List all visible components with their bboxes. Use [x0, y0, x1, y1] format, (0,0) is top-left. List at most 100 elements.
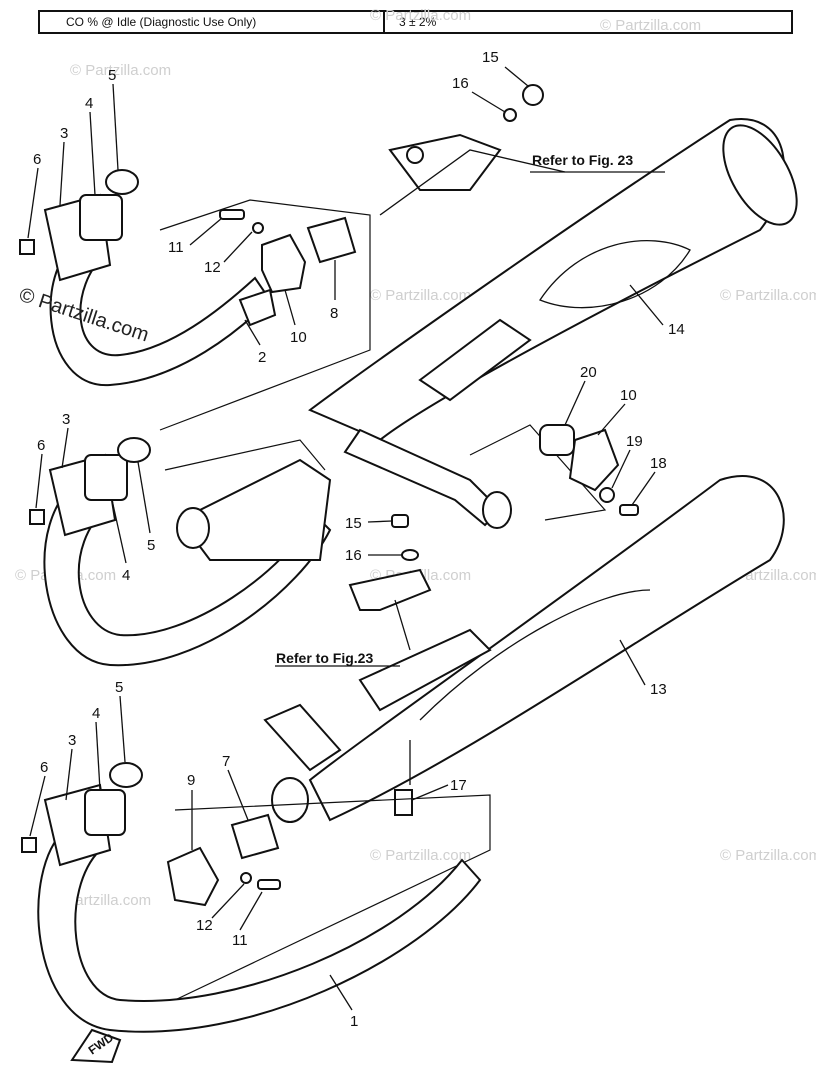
- leader-3-bottom: [65, 748, 73, 801]
- callout-6-bottom: 6: [40, 759, 48, 776]
- callout-12-top: 12: [204, 259, 221, 276]
- callout-13: 13: [650, 681, 667, 698]
- muffler-14-end: [722, 124, 798, 226]
- callout-8: 8: [330, 305, 338, 322]
- callout-5-mid: 5: [147, 537, 155, 554]
- leader-17b: [411, 784, 449, 801]
- callout-11-top: 11: [168, 239, 184, 256]
- callout-20: 20: [580, 364, 597, 381]
- leader-2: [244, 319, 261, 346]
- clamp-10-right: [568, 428, 620, 492]
- callout-17: 17: [450, 777, 467, 794]
- watermark-faint-10: © Partzilla.com: [720, 847, 816, 864]
- callout-2: 2: [258, 349, 266, 366]
- leader-10-right: [597, 403, 626, 436]
- pipe-2-end: [238, 288, 277, 327]
- callout-15-mid: 15: [345, 515, 362, 532]
- callout-3-mid: 3: [62, 411, 70, 428]
- watermark-faint-2: © Partzilla.com: [600, 17, 701, 34]
- washer-12-top: [252, 222, 264, 234]
- leader-11-bottom: [239, 891, 263, 931]
- ref-fig23-top: Refer to Fig. 23: [532, 152, 633, 168]
- bottom-group-frame: [174, 794, 491, 1001]
- leader-fig23-top: [379, 149, 566, 216]
- leader-15-top: [504, 66, 529, 87]
- muffler-14: [308, 118, 785, 442]
- nut-6-bottom: [21, 837, 37, 853]
- leader-10-top: [284, 289, 296, 326]
- callout-19: 19: [626, 433, 643, 450]
- callout-3-bottom: 3: [68, 732, 76, 749]
- clamp-9: [166, 846, 220, 907]
- washer-16-mid: [401, 549, 419, 561]
- callout-14: 14: [668, 321, 685, 338]
- leader-12-bottom: [211, 883, 245, 919]
- leader-5-mid: [137, 461, 151, 534]
- muffler-14-shine: [539, 240, 691, 309]
- callout-9: 9: [187, 772, 195, 789]
- leader-14: [629, 284, 664, 326]
- leader-1: [329, 974, 353, 1011]
- nut-6-top: [19, 239, 35, 255]
- leader-5-top: [112, 83, 119, 171]
- callout-10-right: 10: [620, 387, 637, 404]
- watermark-faint-1: © Partzilla.com: [370, 7, 471, 24]
- muffler-13-inlet: [263, 703, 342, 772]
- callout-1: 1: [350, 1013, 358, 1030]
- muffler-13: [308, 475, 785, 822]
- mid-collector-end: [176, 507, 210, 549]
- watermark-faint-5: © Partzilla.com: [720, 287, 816, 304]
- fwd-arrow: [70, 1028, 122, 1064]
- callout-12-bottom: 12: [196, 917, 213, 934]
- joint-4-bottom: [84, 789, 126, 836]
- washer-19: [599, 487, 615, 503]
- mount-bracket-mid: [348, 568, 432, 611]
- leader-15-mid: [367, 520, 393, 523]
- leader-4-bottom: [95, 721, 101, 791]
- sleeve-7: [230, 813, 280, 860]
- callout-6-top: 6: [33, 151, 41, 168]
- leader-12-top: [223, 231, 253, 263]
- spec-label: CO % @ Idle (Diagnostic Use Only): [40, 12, 385, 32]
- mid-collector: [178, 458, 332, 561]
- leader-fig23-mid: [394, 599, 411, 651]
- callout-3-top: 3: [60, 125, 68, 142]
- callout-5-top: 5: [108, 67, 116, 84]
- washer-16-top: [503, 108, 517, 122]
- callout-5-bottom: 5: [115, 679, 123, 696]
- callout-4-bottom: 4: [92, 705, 100, 722]
- nut-6-mid: [29, 509, 45, 525]
- bolt-11-top: [219, 209, 245, 220]
- spec-value: 3 ± 2%: [399, 15, 437, 29]
- muffler-13-bracket: [358, 628, 492, 712]
- watermark-faint-3: © Partzilla.com: [70, 62, 171, 79]
- callout-18: 18: [650, 455, 667, 472]
- callout-11-bottom: 11: [232, 932, 248, 949]
- gasket-5-top: [105, 169, 139, 195]
- gasket-5-mid: [117, 437, 151, 463]
- muffler-13-end: [271, 777, 309, 823]
- callout-16-top: 16: [452, 75, 469, 92]
- callout-6-mid: 6: [37, 437, 45, 454]
- leader-20: [564, 380, 586, 426]
- leader-4-mid: [111, 499, 127, 564]
- clamp-10-top: [261, 233, 307, 294]
- sleeve-8: [306, 216, 357, 264]
- nut-17: [394, 789, 413, 816]
- mount-bracket-top: [388, 133, 502, 191]
- joint-4-top: [79, 194, 123, 241]
- callout-4-mid: 4: [122, 567, 130, 584]
- sleeve-20: [539, 424, 575, 456]
- leader-5-bottom: [119, 695, 126, 763]
- leader-6-mid: [35, 453, 43, 509]
- watermark-faint-9: © Partzilla.com: [370, 847, 471, 864]
- mount-bracket-hole: [406, 146, 424, 164]
- callout-7: 7: [222, 753, 230, 770]
- leader-6-top: [27, 167, 39, 239]
- joint-4-mid: [84, 454, 128, 501]
- watermark-faint-4: © Partzilla.com: [370, 287, 471, 304]
- leader-7: [227, 769, 249, 821]
- ref-fig23-mid: Refer to Fig.23: [276, 650, 373, 666]
- callout-10-top: 10: [290, 329, 307, 346]
- washer-12-bottom: [240, 872, 252, 884]
